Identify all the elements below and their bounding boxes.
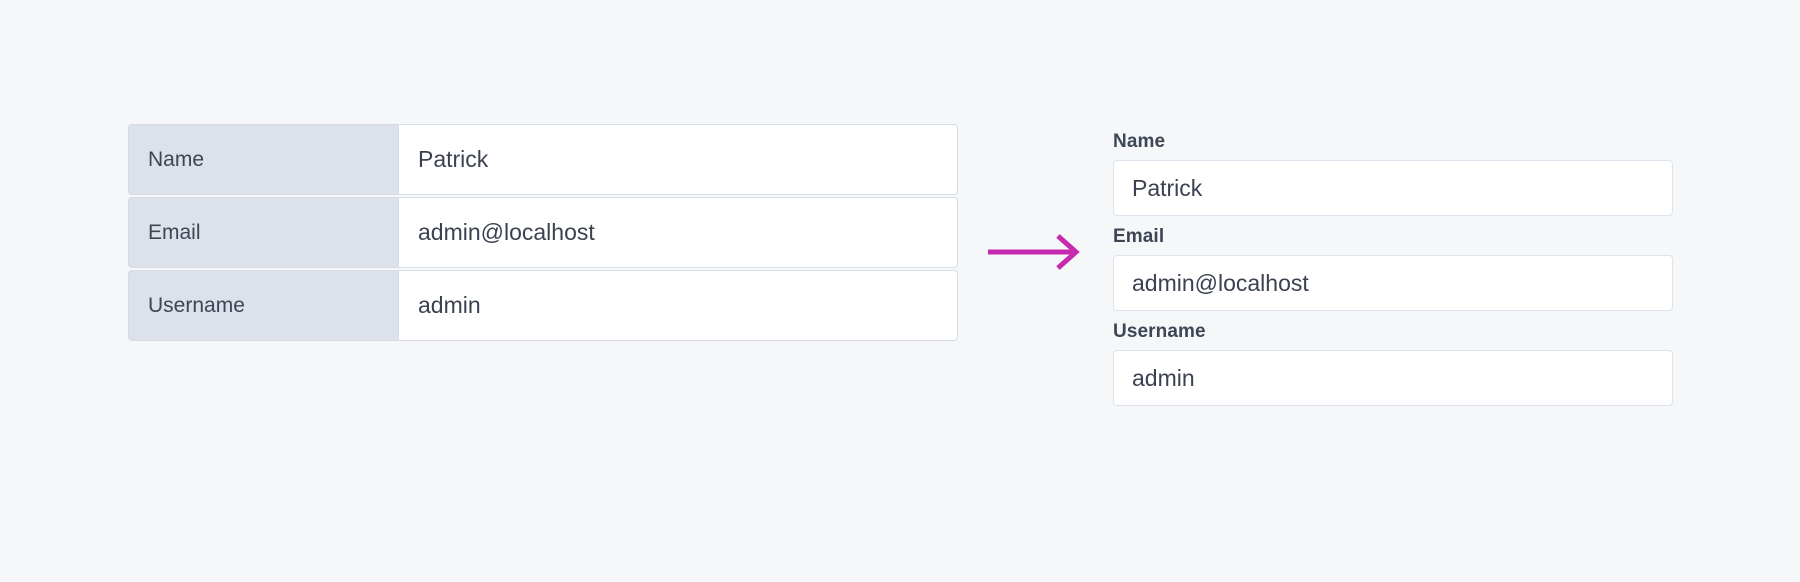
- arrow-right-icon: [986, 232, 1082, 272]
- form-field-name: Name Patrick: [1113, 132, 1673, 216]
- table-row-value-username: admin: [398, 270, 958, 341]
- table-row-label-name: Name: [128, 124, 398, 195]
- name-input[interactable]: Patrick: [1113, 160, 1673, 216]
- form-field-username: Username admin: [1113, 322, 1673, 406]
- stacked-form: Name Patrick Email admin@localhost Usern…: [1113, 132, 1673, 417]
- form-label-name: Name: [1113, 131, 1166, 152]
- username-input[interactable]: admin: [1113, 350, 1673, 406]
- form-label-email: Email: [1113, 226, 1165, 247]
- email-input[interactable]: admin@localhost: [1113, 255, 1673, 311]
- table-row: Username admin: [128, 270, 958, 341]
- table-row: Email admin@localhost: [128, 197, 958, 268]
- table-row-label-username: Username: [128, 270, 398, 341]
- table-row-value-email: admin@localhost: [398, 197, 958, 268]
- key-value-table: Name Patrick Email admin@localhost Usern…: [128, 124, 958, 341]
- table-row-value-name: Patrick: [398, 124, 958, 195]
- table-row-label-email: Email: [128, 197, 398, 268]
- form-label-username: Username: [1113, 321, 1206, 342]
- table-row: Name Patrick: [128, 124, 958, 195]
- form-field-email: Email admin@localhost: [1113, 227, 1673, 311]
